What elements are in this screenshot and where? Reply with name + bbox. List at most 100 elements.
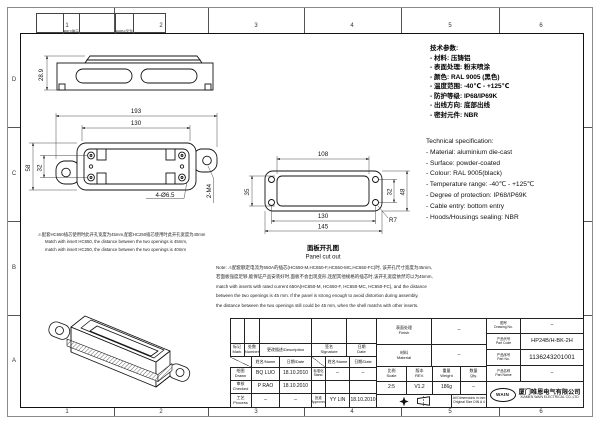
side-dim-height: 28.9 — [38, 68, 45, 81]
column-label: 5 — [448, 23, 452, 29]
stand-label: 标准化 Stand. — [312, 368, 326, 381]
column-label: 1 — [65, 409, 69, 415]
company-name-cn: 厦门唯恩电气有限公司 — [518, 388, 581, 396]
row-label: C — [11, 171, 17, 177]
rev-value: V1.2 — [407, 382, 433, 395]
tech-spec-en-item: - Degree of protection: IP68/IP69K — [426, 191, 527, 199]
revision-empty-cell — [350, 381, 377, 394]
panel-cutout-view: 108 35 32 48 130 145 R7 面板开孔图 Panel cut … — [244, 151, 410, 261]
tech-params-cn-item: - 防护等级: IP68/IP69K — [430, 92, 498, 100]
tech-spec-en: Technical specification: - Material: alu… — [426, 137, 534, 223]
stand-name: – — [326, 368, 350, 381]
finish-label: 表面处理 Finish — [377, 318, 432, 345]
tech-spec-en-item: - Surface: powder-coated — [426, 159, 501, 167]
finish-value: – — [432, 318, 487, 345]
header-date-sub: 日期/Date — [280, 357, 312, 368]
drawing-no-value: – — [521, 318, 584, 334]
drawing-no-label: 图号 Drawing No. — [487, 318, 521, 334]
column-label: 3 — [254, 409, 258, 415]
note-cutout-width: ⚠配套HC650插芯使用时此开孔宽度为45mm,配套HC250插芯使用时此开孔宽… — [38, 231, 205, 253]
rev-label: 版本 REV. — [407, 367, 433, 382]
approved-label: 批准 Approved — [312, 394, 326, 408]
cutout-caption-en: Panel cut out — [305, 255, 340, 261]
approved-date: 18.10.2010 — [350, 394, 377, 408]
part-no-label: 产品序号 Part No. — [487, 350, 521, 366]
header-corner-cell — [230, 357, 252, 368]
header-name-sub: 姓名/Name — [252, 357, 280, 368]
qty-label: 数量 Qty. — [461, 367, 487, 382]
column-label: 1 — [65, 23, 69, 29]
tech-params-cn-item: - 出线方向: 底部出线 — [430, 102, 490, 109]
checked-label: 审核 Checked — [230, 381, 252, 394]
header-corner-cell — [312, 357, 326, 368]
top-label-holes: 4-Ø6.5 — [156, 192, 175, 199]
cutout-caption-cn: 面板开孔图 — [307, 243, 339, 252]
isometric-view — [48, 315, 191, 388]
column-label: 4 — [350, 23, 354, 29]
row-label: A — [11, 358, 16, 364]
weight-value: 186g — [433, 382, 461, 395]
header-date: 日期 Date — [347, 344, 377, 357]
cutout-dim-total-width: 145 — [318, 224, 329, 231]
note-line: between the two openings is 45 mm. If th… — [216, 293, 419, 299]
material-value: – — [432, 345, 487, 367]
note-line: match with inserts with rated current 65… — [216, 283, 427, 289]
process-name: – — [252, 394, 280, 408]
tech-spec-en-title: Technical specification: — [426, 138, 494, 145]
top-dim-total-width: 193 — [131, 108, 142, 115]
tech-params-cn-item: - 温度范围: -40℃ - +125℃ — [430, 83, 510, 90]
header-signature: 签名 Signature — [312, 344, 347, 357]
drawn-label: 绘图 Drawn — [230, 368, 252, 381]
part-name-label: 产品名称 Part Name — [487, 366, 521, 382]
scale-value: 2:5 — [377, 382, 407, 395]
note-main: Note: ⚠配套额定电流为650A的插芯(HC650-M,HC650-F,HC… — [216, 263, 433, 310]
projection-cone-icon — [416, 396, 430, 406]
column-label: 6 — [539, 409, 543, 415]
note-line: match with insert HC250, the distance be… — [45, 246, 186, 252]
part-no-value: 1136243201001 — [521, 350, 584, 366]
revision-empty-cell — [312, 381, 326, 394]
cutout-label-radius: R7 — [389, 217, 397, 224]
cutout-dim-opening-width: 108 — [318, 151, 329, 158]
part-code-value: HP24B/H-BK-2H — [521, 334, 584, 350]
tech-params-cn-title: 技术参数: — [430, 45, 459, 52]
top-dim-inner-width: 130 — [131, 120, 142, 127]
row-label: B — [11, 265, 16, 271]
side-view: 28.9 — [38, 55, 214, 91]
tech-spec-en-item: - Temperature range: -40℃ - +125℃ — [426, 181, 535, 189]
tech-params-cn-item: - 颜色: RAL 9005 (黑色) — [430, 73, 500, 81]
drawn-date: 18.10.2010 — [280, 368, 312, 381]
approved-name: YY LIN — [326, 394, 350, 408]
header-mark: 标记 Mark — [230, 344, 245, 357]
top-dim-height: 58 — [25, 164, 32, 171]
projection-symbols-cell — [377, 395, 452, 408]
revision-empty-cell — [230, 318, 245, 344]
revision-empty-cell — [312, 318, 347, 344]
header-number: 处数 Number — [245, 344, 260, 357]
process-label: 工艺 Process — [230, 394, 252, 408]
revision-empty-cell — [260, 318, 312, 344]
process-date: – — [280, 394, 312, 408]
column-label: 5 — [448, 409, 452, 415]
tech-params-cn-item: - 密封元件: NBR — [430, 111, 479, 119]
tech-params-cn-item: - 表面处理: 粉末喷涂 — [430, 64, 490, 71]
part-name-value: – — [521, 366, 584, 382]
revision-empty-cell — [245, 318, 260, 344]
cutout-dim-opening-height: 35 — [244, 188, 251, 195]
note-line: ⚠配套HC650插芯使用时此开孔宽度为45mm,配套HC250插芯使用时此开孔宽… — [38, 232, 206, 237]
corner-stamp: 日期/Date 姓名/Name — [36, 13, 166, 34]
material-label: 材料 Material — [377, 345, 432, 367]
column-label: 2 — [159, 23, 163, 29]
cutout-dim-screw-h: 130 — [318, 213, 329, 220]
cutout-dim-screw-v: 32 — [387, 188, 394, 195]
header-date-sub: 日期/Date — [350, 357, 377, 368]
weight-label: 重量 Weight — [433, 367, 461, 382]
column-label: 3 — [254, 23, 258, 29]
tech-spec-en-item: - Colour: RAL 9005(black) — [426, 170, 502, 178]
tech-spec-en-item: - Material: aluminium die-cast — [426, 148, 513, 156]
top-view: 193 130 58 32 4-Ø6.5 2-M4 — [25, 108, 218, 203]
revision-empty-cell — [347, 318, 377, 344]
column-label: 2 — [159, 409, 163, 415]
